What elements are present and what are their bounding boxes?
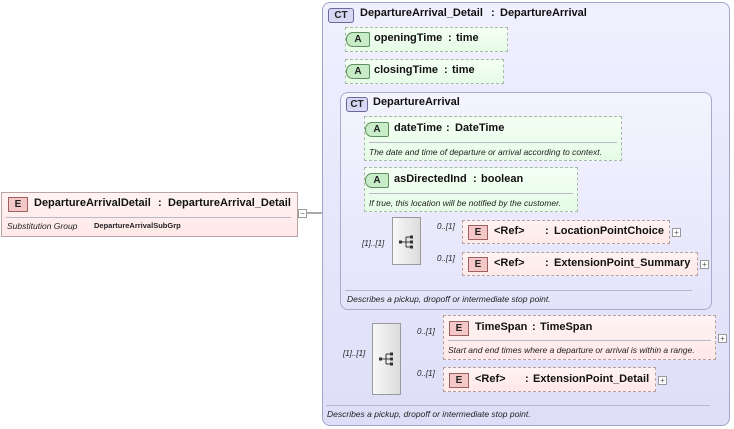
ref-label: <Ref>	[475, 373, 506, 385]
sequence-multiplicity: [1]..[1]	[343, 349, 366, 358]
root-element-type: DepartureArrival_Detail	[168, 197, 291, 209]
element-ref-extensionpoint-summary[interactable]: E <Ref> : ExtensionPoint_Summary	[462, 252, 698, 276]
expand-toggle[interactable]: +	[718, 334, 727, 343]
attribute-type: time	[456, 32, 479, 44]
element-badge: E	[449, 321, 469, 336]
element-badge: E	[468, 257, 488, 272]
element-type: TimeSpan	[540, 321, 593, 333]
attribute-badge: A	[365, 122, 389, 137]
root-element-name: DepartureArrivalDetail	[34, 197, 151, 209]
attribute-datetime[interactable]: A dateTime : DateTime The date and time …	[364, 116, 622, 161]
attribute-name: closingTime	[374, 64, 438, 76]
ref-label: <Ref>	[494, 257, 525, 269]
attribute-doc: If true, this location will be notified …	[369, 198, 561, 208]
divider	[326, 405, 710, 406]
complex-type-badge: CT	[328, 8, 354, 23]
ref-label: <Ref>	[494, 225, 525, 237]
inner-type-doc: Describes a pickup, dropoff or intermedi…	[347, 294, 551, 304]
expand-toggle[interactable]: +	[700, 260, 709, 269]
divider	[448, 340, 711, 341]
element-multiplicity: 0..[1]	[417, 369, 435, 378]
attribute-type: boolean	[481, 173, 524, 185]
element-badge: E	[449, 373, 469, 388]
element-name: LocationPointChoice	[554, 225, 664, 237]
sequence-icon	[379, 352, 393, 366]
substitution-group-label: Substitution Group	[7, 221, 78, 231]
sequence-compositor[interactable]	[372, 323, 401, 395]
element-name: ExtensionPoint_Detail	[533, 373, 650, 385]
attribute-closingtime[interactable]: A closingTime : time	[345, 59, 504, 84]
type-separator: :	[491, 7, 495, 19]
element-name: TimeSpan	[475, 321, 528, 333]
divider	[369, 142, 617, 143]
element-badge: E	[8, 197, 28, 212]
attribute-asdirectedind[interactable]: A asDirectedInd : boolean If true, this …	[364, 167, 578, 212]
attribute-type: DateTime	[455, 122, 505, 134]
element-name: ExtensionPoint_Summary	[554, 257, 691, 269]
attribute-badge: A	[346, 64, 370, 79]
outer-type-doc: Describes a pickup, dropoff or intermedi…	[327, 409, 531, 419]
complex-type-badge: CT	[346, 97, 368, 112]
attribute-openingtime[interactable]: A openingTime : time	[345, 27, 508, 52]
element-badge: E	[468, 225, 488, 240]
element-ref-extensionpoint-detail[interactable]: E <Ref> : ExtensionPoint_Detail	[443, 367, 656, 392]
type-separator: :	[532, 321, 536, 333]
element-doc: Start and end times where a departure or…	[448, 345, 695, 355]
sequence-multiplicity: [1]..[1]	[362, 239, 385, 248]
type-separator: :	[525, 373, 529, 385]
element-ref-locationpointchoice[interactable]: E <Ref> : LocationPointChoice	[462, 220, 670, 244]
attribute-name: asDirectedInd	[394, 173, 467, 185]
element-timespan[interactable]: E TimeSpan : TimeSpan Start and end time…	[443, 315, 716, 360]
outer-type-base: DepartureArrival	[500, 7, 587, 19]
type-separator: :	[473, 173, 477, 185]
element-multiplicity: 0..[1]	[437, 254, 455, 263]
divider	[369, 193, 573, 194]
type-separator: :	[545, 257, 549, 269]
attribute-badge: A	[365, 173, 389, 188]
type-separator: :	[448, 32, 452, 44]
attribute-name: dateTime	[394, 122, 443, 134]
type-separator: :	[158, 197, 162, 209]
expand-toggle[interactable]: +	[658, 376, 667, 385]
inner-type-name: DepartureArrival	[373, 96, 460, 108]
divider	[6, 217, 291, 218]
divider	[345, 290, 692, 291]
element-multiplicity: 0..[1]	[437, 222, 455, 231]
type-separator: :	[446, 122, 450, 134]
attribute-name: openingTime	[374, 32, 443, 44]
type-separator: :	[545, 225, 549, 237]
sequence-compositor[interactable]	[392, 217, 421, 265]
type-separator: :	[444, 64, 448, 76]
element-multiplicity: 0..[1]	[417, 327, 435, 336]
attribute-doc: The date and time of departure or arriva…	[369, 147, 602, 157]
attribute-badge: A	[346, 32, 370, 47]
root-element[interactable]: E DepartureArrivalDetail : DepartureArri…	[1, 192, 298, 237]
collapse-toggle[interactable]: −	[298, 209, 307, 218]
outer-type-name: DepartureArrival_Detail	[360, 7, 483, 19]
expand-toggle[interactable]: +	[672, 228, 681, 237]
substitution-group-value: DepartureArrivalSubGrp	[94, 221, 181, 230]
attribute-type: time	[452, 64, 475, 76]
sequence-icon	[399, 235, 413, 249]
